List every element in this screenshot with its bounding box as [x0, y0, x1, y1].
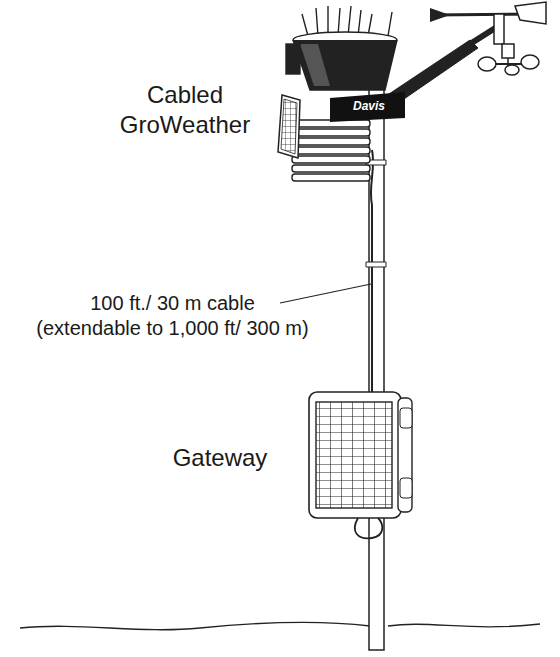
shield-plate: [292, 138, 370, 145]
mounting-band: [330, 92, 405, 122]
wind-vane: [430, 2, 546, 44]
radiation-shield: [292, 120, 370, 181]
shield-plate: [292, 165, 370, 172]
leader-line: [280, 284, 371, 303]
rain-collector: [286, 6, 397, 90]
mast-pole: [369, 36, 384, 650]
station-solar-panel: [278, 95, 300, 158]
cable-loop: [355, 518, 382, 538]
cable: [371, 150, 373, 395]
ground-line: [20, 622, 540, 629]
cable-label: 100 ft./ 30 m cable (extendable to 1,000…: [0, 291, 345, 341]
gateway-label: Gateway: [150, 443, 290, 473]
brand-logo: Davis: [336, 99, 402, 114]
shield-plate: [292, 129, 370, 136]
gateway-solar-panel: [316, 402, 392, 508]
anemometer: [478, 44, 539, 75]
shield-plate: [292, 156, 370, 163]
gateway-enclosure: [309, 392, 412, 538]
shield-plate: [292, 174, 370, 181]
shield-plate: [292, 147, 370, 154]
station-label: Cabled GroWeather: [105, 80, 265, 140]
